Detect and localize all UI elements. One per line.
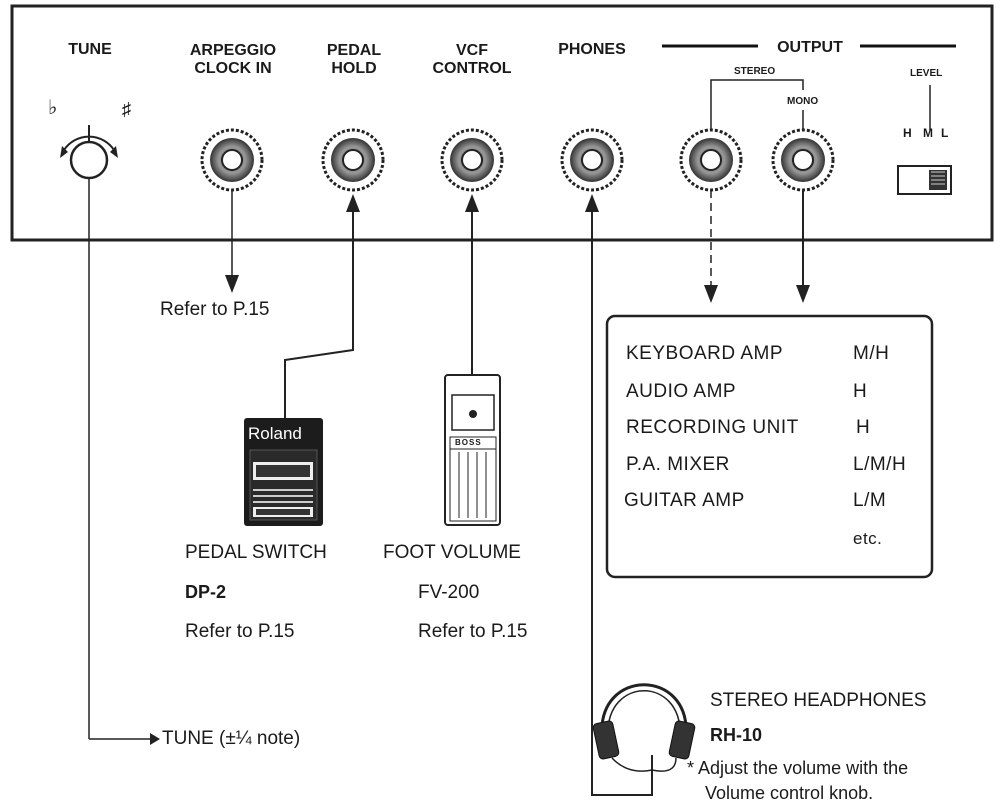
table-row-3-device: RECORDING UNIT — [626, 417, 799, 438]
arpeggio-label: ARPEGGIO CLOCK IN — [180, 42, 286, 78]
phones-label: PHONES — [558, 41, 626, 58]
arpeggio-label-line2: CLOCK IN — [194, 60, 272, 77]
pedal-hold-jack[interactable] — [321, 128, 385, 192]
output-mono-jack[interactable] — [771, 128, 835, 192]
headphones-name: STEREO HEADPHONES — [710, 690, 927, 711]
tune-knob[interactable] — [60, 125, 118, 180]
tune-arrow — [150, 733, 160, 745]
arpeggio-clock-in-jack[interactable] — [200, 128, 264, 192]
vcf-control-label: VCF CONTROL — [420, 42, 524, 78]
foot-volume-icon — [444, 374, 501, 526]
pedal-hold-cable — [284, 210, 354, 418]
sharp-icon: ♯ — [122, 99, 131, 119]
level-l-label: L — [941, 126, 949, 140]
pedal-switch-model: DP-2 — [185, 582, 227, 602]
roland-logo: Roland — [248, 424, 302, 443]
foot-volume-refer: Refer to P.15 — [418, 621, 528, 642]
table-row-3-level: H — [856, 417, 871, 438]
pedal-hold-label-line1: PEDAL — [326, 42, 382, 59]
rear-panel — [10, 4, 994, 242]
arpeggio-refer: Refer to P.15 — [160, 299, 270, 320]
table-row-4-device: P.A. MIXER — [626, 454, 730, 475]
headphones-model: RH-10 — [710, 725, 763, 745]
table-row-1-device: KEYBOARD AMP — [626, 343, 783, 364]
level-h-label: H — [903, 126, 912, 140]
vcf-control-jack[interactable] — [440, 128, 504, 192]
pedal-hold-arrow — [346, 194, 360, 212]
output-label: OUTPUT — [777, 39, 843, 56]
stereo-out-arrow — [704, 285, 718, 303]
table-row-1-level: M/H — [853, 343, 890, 364]
tune-label: TUNE — [68, 41, 112, 58]
phones-jack[interactable] — [560, 128, 624, 192]
pedal-switch-icon — [244, 418, 323, 526]
vcf-control-label-line1: VCF — [456, 42, 488, 59]
stereo-bracket — [710, 79, 804, 130]
arpeggio-label-line1: ARPEGGIO — [189, 42, 277, 59]
pedal-switch-refer: Refer to P.15 — [185, 621, 295, 642]
level-m-label: M — [923, 126, 933, 140]
headphones-icon — [592, 683, 696, 772]
mono-label: MONO — [787, 96, 819, 107]
table-row-2-level: H — [853, 381, 868, 402]
pedal-hold-label-line2: HOLD — [331, 60, 377, 77]
level-label: LEVEL — [910, 68, 943, 79]
foot-volume-model: FV-200 — [418, 582, 480, 603]
flat-icon: ♭ — [48, 97, 58, 119]
headphones-note-line1: * Adjust the volume with the — [687, 758, 909, 778]
table-row-5-level: L/M — [853, 490, 887, 511]
vcf-arrow — [465, 194, 479, 212]
phones-cable — [591, 210, 653, 796]
stereo-label: STEREO — [734, 66, 776, 77]
headphones-note-line2: Volume control knob. — [705, 783, 874, 803]
foot-volume-name: FOOT VOLUME — [383, 542, 521, 563]
phones-arrow — [585, 194, 599, 212]
pedal-hold-label: PEDAL HOLD — [316, 42, 392, 78]
output-table-box — [605, 314, 934, 579]
pedal-switch-name: PEDAL SWITCH — [185, 542, 327, 563]
mono-out-arrow — [796, 285, 810, 303]
table-row-4-level: L/M/H — [853, 454, 907, 475]
level-switch[interactable] — [897, 85, 952, 195]
table-row-6-level: etc. — [853, 529, 883, 548]
boss-logo: BOSS — [455, 438, 482, 447]
vcf-control-label-line2: CONTROL — [432, 60, 512, 77]
arpeggio-arrow — [225, 275, 239, 293]
output-stereo-jack[interactable] — [679, 128, 743, 192]
table-row-5-device: GUITAR AMP — [624, 490, 745, 511]
table-row-2-device: AUDIO AMP — [626, 381, 737, 402]
tune-note: TUNE (±¼ note) — [162, 728, 301, 749]
